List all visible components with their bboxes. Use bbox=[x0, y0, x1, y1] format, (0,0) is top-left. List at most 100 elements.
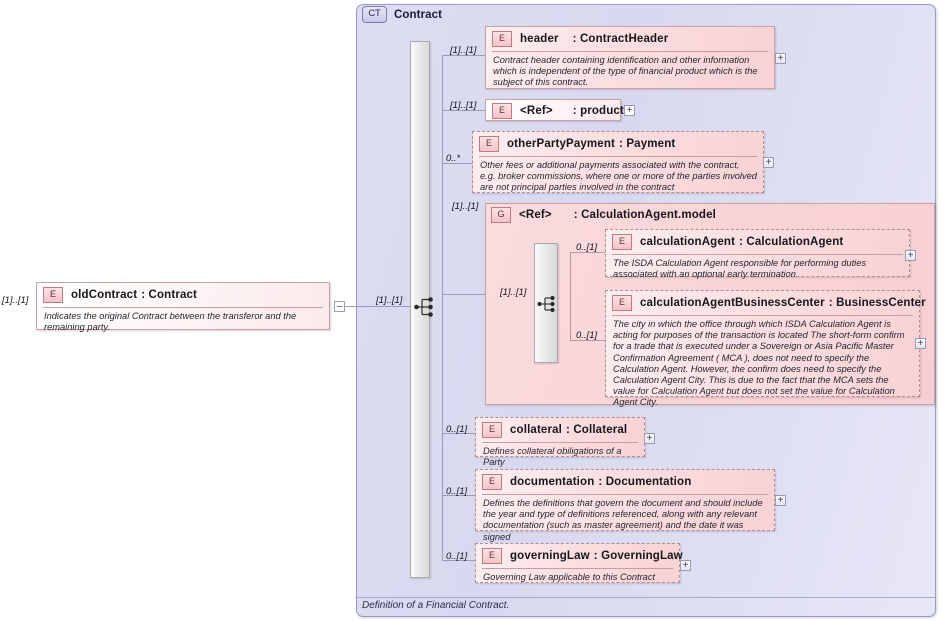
element-divider bbox=[43, 307, 323, 308]
element-box-collateral[interactable]: E collateral : Collateral Defines collat… bbox=[475, 417, 645, 467]
cardinality-governinglaw: 0..[1] bbox=[446, 551, 468, 562]
element-box-calculationagentbusinesscenter[interactable]: E calculationAgentBusinessCenter : Busin… bbox=[605, 290, 926, 407]
element-divider bbox=[612, 315, 913, 316]
expand-toggle-documentation[interactable]: + bbox=[775, 495, 786, 506]
element-divider bbox=[612, 254, 903, 255]
expand-toggle-collateral[interactable]: + bbox=[644, 433, 655, 444]
root-collapse-toggle[interactable]: – bbox=[334, 301, 345, 312]
element-title-collateral: E collateral : Collateral bbox=[476, 418, 644, 442]
element-badge-icon: E bbox=[482, 422, 502, 438]
element-title-documentation: E documentation : Documentation bbox=[476, 470, 774, 494]
group-name: <Ref> bbox=[519, 209, 552, 221]
element-badge-icon: E bbox=[482, 474, 502, 490]
element-name: collateral bbox=[510, 424, 562, 436]
cardinality-product: [1]..[1] bbox=[450, 100, 477, 111]
expand-toggle-otherpartypayment[interactable]: + bbox=[763, 157, 774, 168]
expand-toggle-calculationagent[interactable]: + bbox=[905, 250, 916, 261]
group-type: : CalculationAgent.model bbox=[573, 209, 716, 221]
element-name: calculationAgentBusinessCenter bbox=[640, 297, 825, 309]
element-badge-icon: E bbox=[482, 548, 502, 564]
cardinality-calculationagent: 0..[1] bbox=[576, 242, 598, 253]
connector-root-to-sequence bbox=[345, 306, 415, 307]
cardinality-calculationagent-group: [1]..[1] bbox=[452, 201, 479, 212]
expand-toggle-governinglaw[interactable]: + bbox=[680, 560, 691, 571]
element-name: governingLaw bbox=[510, 550, 590, 562]
element-divider bbox=[492, 51, 768, 52]
connector-to-calculationagent-group bbox=[442, 294, 485, 295]
element-badge-icon: E bbox=[492, 31, 512, 47]
element-badge-icon: E bbox=[43, 287, 63, 303]
element-type: : Documentation bbox=[598, 476, 692, 488]
element-box-header[interactable]: E header : ContractHeader Contract heade… bbox=[485, 26, 775, 89]
element-divider bbox=[482, 442, 638, 443]
element-badge-icon: E bbox=[492, 103, 512, 119]
element-name: header bbox=[520, 33, 559, 45]
element-box-otherpartypayment[interactable]: E otherPartyPayment : Payment Other fees… bbox=[472, 131, 764, 193]
cardinality-otherpartypayment: 0..* bbox=[446, 153, 461, 164]
element-divider bbox=[482, 568, 673, 569]
element-type: : CalculationAgent bbox=[739, 236, 844, 248]
element-name: oldContract bbox=[71, 289, 138, 301]
element-title-calculationagent: E calculationAgent : CalculationAgent bbox=[606, 230, 909, 254]
element-description: Indicates the original Contract between … bbox=[44, 311, 297, 333]
connector-to-governinglaw bbox=[442, 560, 475, 561]
element-type: : BusinessCenter bbox=[828, 297, 926, 309]
inner-sequence-compositor-icon bbox=[537, 295, 555, 313]
root-cardinality-label: [1]..[1] bbox=[2, 295, 29, 306]
element-title-oldcontract: E oldContract : Contract bbox=[37, 283, 329, 307]
element-type: : GoverningLaw bbox=[593, 550, 683, 562]
element-description: Governing Law applicable to this Contrac… bbox=[483, 572, 656, 582]
element-box-documentation[interactable]: E documentation : Documentation Defines … bbox=[475, 469, 775, 542]
element-name: <Ref> bbox=[520, 105, 553, 117]
complextype-badge-icon: CT bbox=[362, 6, 387, 23]
element-badge-icon: E bbox=[612, 234, 632, 250]
connector-inner-trunk bbox=[570, 252, 571, 340]
element-type: : Payment bbox=[619, 138, 676, 150]
complextype-footer-divider bbox=[357, 597, 935, 598]
element-name: calculationAgent bbox=[640, 236, 736, 248]
connector-to-calculationagent bbox=[570, 252, 605, 253]
element-box-product[interactable]: E <Ref> : product bbox=[485, 99, 624, 121]
sequence-compositor-bar[interactable] bbox=[410, 41, 430, 578]
root-to-sequence-cardinality: [1]..[1] bbox=[376, 295, 403, 306]
element-box-calculationagent[interactable]: E calculationAgent : CalculationAgent Th… bbox=[605, 229, 910, 279]
connector-to-calculationagentbusinesscenter bbox=[570, 340, 605, 341]
element-type: : Collateral bbox=[566, 424, 628, 436]
element-type: : Contract bbox=[141, 289, 198, 301]
inner-sequence-cardinality: [1]..[1] bbox=[500, 287, 527, 298]
expand-toggle-product[interactable]: + bbox=[624, 105, 635, 116]
element-type: : product bbox=[572, 105, 624, 117]
element-badge-icon: E bbox=[612, 295, 632, 311]
complextype-footer-description: Definition of a Financial Contract. bbox=[362, 600, 510, 611]
expand-toggle-calculationagentbusinesscenter[interactable]: + bbox=[915, 338, 926, 349]
element-badge-icon: E bbox=[479, 136, 499, 152]
complextype-header: CT Contract bbox=[362, 6, 442, 23]
connector-to-documentation bbox=[442, 495, 475, 496]
connector-to-otherpartypayment bbox=[442, 163, 472, 164]
element-box-oldcontract[interactable]: E oldContract : Contract Indicates the o… bbox=[36, 282, 330, 332]
element-type: : ContractHeader bbox=[572, 33, 669, 45]
element-name: otherPartyPayment bbox=[507, 138, 616, 150]
cardinality-calculationagentbusinesscenter: 0..[1] bbox=[576, 330, 598, 341]
element-title-calculationagentbusinesscenter: E calculationAgentBusinessCenter : Busin… bbox=[606, 291, 926, 315]
element-divider bbox=[482, 494, 768, 495]
complextype-title: Contract bbox=[394, 8, 443, 21]
cardinality-collateral: 0..[1] bbox=[446, 424, 468, 435]
element-description: Contract header containing identificatio… bbox=[493, 55, 758, 88]
connector-to-product bbox=[442, 110, 485, 111]
expand-toggle-header[interactable]: + bbox=[775, 53, 786, 64]
group-badge-icon: G bbox=[491, 207, 511, 223]
connector-to-collateral bbox=[442, 433, 475, 434]
element-title-header: E header : ContractHeader bbox=[486, 27, 774, 51]
element-description: The ISDA Calculation Agent responsible f… bbox=[613, 258, 867, 280]
element-description: Defines the definitions that govern the … bbox=[483, 498, 763, 542]
element-name: documentation bbox=[510, 476, 595, 488]
group-title-calculationagent-model: G <Ref> : CalculationAgent.model bbox=[491, 207, 716, 223]
connector-trunk-vertical bbox=[442, 55, 443, 560]
element-divider bbox=[479, 156, 757, 157]
element-title-governinglaw: E governingLaw : GoverningLaw bbox=[476, 544, 683, 568]
cardinality-documentation: 0..[1] bbox=[446, 486, 468, 497]
element-box-governinglaw[interactable]: E governingLaw : GoverningLaw Governing … bbox=[475, 543, 683, 583]
sequence-compositor-icon bbox=[414, 297, 433, 317]
